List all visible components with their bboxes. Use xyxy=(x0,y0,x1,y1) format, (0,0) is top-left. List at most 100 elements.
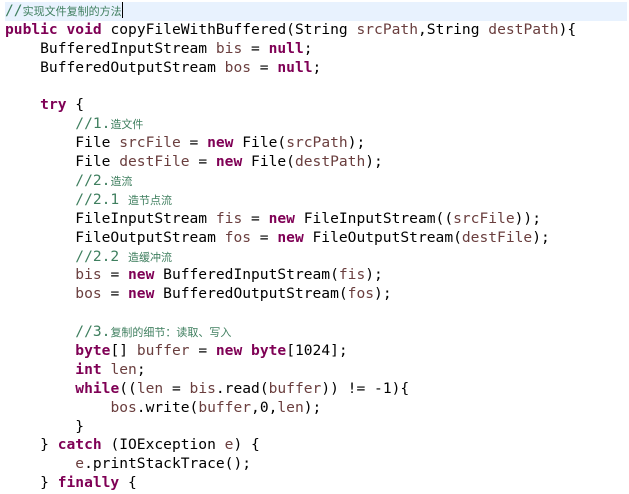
variable-token: fis xyxy=(338,266,366,284)
code-token: ); xyxy=(303,398,322,416)
code-line[interactable]: bis = new BufferedInputStream(fis); xyxy=(5,266,627,285)
variable-token: bis xyxy=(215,39,243,57)
keyword-token: new xyxy=(268,209,295,227)
keyword-token: catch xyxy=(57,436,102,454)
code-line[interactable]: try { xyxy=(5,96,627,115)
code-line[interactable]: //3.复制的细节：读取、写入 xyxy=(5,323,627,342)
code-line[interactable] xyxy=(5,304,627,323)
variable-token: len xyxy=(110,360,137,378)
comment-token: 造节点流 xyxy=(128,193,173,207)
code-token: File xyxy=(5,153,120,171)
code-token: FileInputStream xyxy=(5,209,216,227)
code-line[interactable]: } catch (IOException e) { xyxy=(5,436,627,455)
comment-token: //2.2 xyxy=(5,247,129,265)
keyword-token: try xyxy=(40,96,67,114)
code-token: File xyxy=(5,134,120,152)
code-token: ; xyxy=(136,360,146,378)
code-token: .write( xyxy=(136,398,199,416)
code-token: BufferedInputStream xyxy=(5,39,216,57)
code-line[interactable]: while((len = bis.read(buffer)) != -1){ xyxy=(5,380,627,399)
code-token: } xyxy=(5,436,58,454)
keyword-token: public xyxy=(5,20,58,38)
code-line[interactable]: bos = new BufferedOutputStream(fos); xyxy=(5,285,627,304)
keyword-token: new xyxy=(128,285,155,303)
code-token: = xyxy=(251,58,278,76)
code-token: BufferedOutputStream xyxy=(5,58,225,76)
code-line[interactable]: BufferedOutputStream bos = null; xyxy=(5,59,627,78)
keyword-token: new xyxy=(277,228,304,246)
code-token: = xyxy=(189,342,216,360)
code-token: ); xyxy=(374,285,392,303)
code-token: ,String xyxy=(418,20,489,38)
code-line[interactable]: } xyxy=(5,418,627,437)
variable-token: bis xyxy=(189,379,216,397)
code-line[interactable]: bos.write(buffer,0,len); xyxy=(5,399,627,418)
code-token xyxy=(5,361,75,378)
code-token: ; xyxy=(312,58,322,76)
code-line-current[interactable]: //实现文件复制的方法 xyxy=(5,2,627,21)
code-line[interactable]: //2.2 造缓冲流 xyxy=(5,248,627,267)
code-token: = xyxy=(101,285,129,303)
code-line[interactable]: File srcFile = new File(srcPath); xyxy=(5,134,627,153)
code-token xyxy=(5,455,75,472)
keyword-token: byte xyxy=(75,342,111,360)
keyword-token: null xyxy=(268,39,304,57)
code-token xyxy=(5,285,75,302)
code-token: = xyxy=(242,209,269,227)
code-token: File( xyxy=(242,153,295,171)
code-token: } xyxy=(5,474,58,492)
variable-token: srcFile xyxy=(453,209,515,227)
code-line[interactable]: File destFile = new File(destPath); xyxy=(5,153,627,172)
code-token: { xyxy=(66,96,85,114)
keyword-token: new xyxy=(215,342,243,360)
code-token: = xyxy=(189,153,216,171)
keyword-token: new xyxy=(128,266,155,284)
code-token: = xyxy=(242,39,269,57)
code-token: File( xyxy=(233,134,287,152)
variable-token: buffer xyxy=(268,379,322,397)
code-token: ); xyxy=(532,228,550,246)
code-line[interactable]: //1.造文件 xyxy=(5,115,627,134)
variable-token: destPath xyxy=(294,153,366,171)
variable-token: bis xyxy=(75,266,102,284)
code-token: ; xyxy=(303,39,313,57)
code-token: [1024]; xyxy=(286,342,348,360)
code-token: ) { xyxy=(233,436,260,454)
code-token xyxy=(5,342,75,359)
code-line[interactable]: BufferedInputStream bis = null; xyxy=(5,40,627,59)
code-token xyxy=(58,21,67,38)
code-line[interactable]: public void copyFileWithBuffered(String … xyxy=(5,21,627,40)
variable-token: srcPath xyxy=(286,134,348,152)
code-line[interactable]: //2.造流 xyxy=(5,172,627,191)
code-line[interactable]: FileOutputStream fos = new FileOutputStr… xyxy=(5,229,627,248)
code-token: ); xyxy=(365,153,383,171)
code-line[interactable]: //2.1 造节点流 xyxy=(5,191,627,210)
code-token: )) != -1){ xyxy=(321,379,410,397)
keyword-token: new xyxy=(207,134,234,152)
code-token: FileInputStream(( xyxy=(294,209,454,227)
code-token: FileOutputStream( xyxy=(303,228,462,246)
code-token: copyFileWithBuffered(String xyxy=(101,20,357,38)
comment-token: // xyxy=(5,2,23,19)
comment-token: //2.1 xyxy=(5,190,129,208)
code-token: = xyxy=(163,379,190,397)
keyword-token: int xyxy=(75,360,102,378)
code-token xyxy=(5,380,75,397)
code-line[interactable]: e.printStackTrace(); xyxy=(5,455,627,474)
code-line[interactable]: } finally { xyxy=(5,474,627,493)
code-line[interactable] xyxy=(5,78,627,97)
code-token: FileOutputStream xyxy=(5,228,225,246)
variable-token: buffer xyxy=(198,398,252,416)
keyword-token: while xyxy=(75,379,120,397)
variable-token: bos xyxy=(110,398,137,416)
comment-token: //3. xyxy=(5,323,111,341)
code-token: BufferedInputStream( xyxy=(154,266,339,284)
variable-token: fos xyxy=(347,285,375,303)
code-token: = xyxy=(251,228,278,246)
code-token xyxy=(5,96,40,113)
code-line[interactable]: FileInputStream fis = new FileInputStrea… xyxy=(5,210,627,229)
code-line[interactable]: byte[] buffer = new byte[1024]; xyxy=(5,342,627,361)
code-line[interactable]: int len; xyxy=(5,361,627,380)
